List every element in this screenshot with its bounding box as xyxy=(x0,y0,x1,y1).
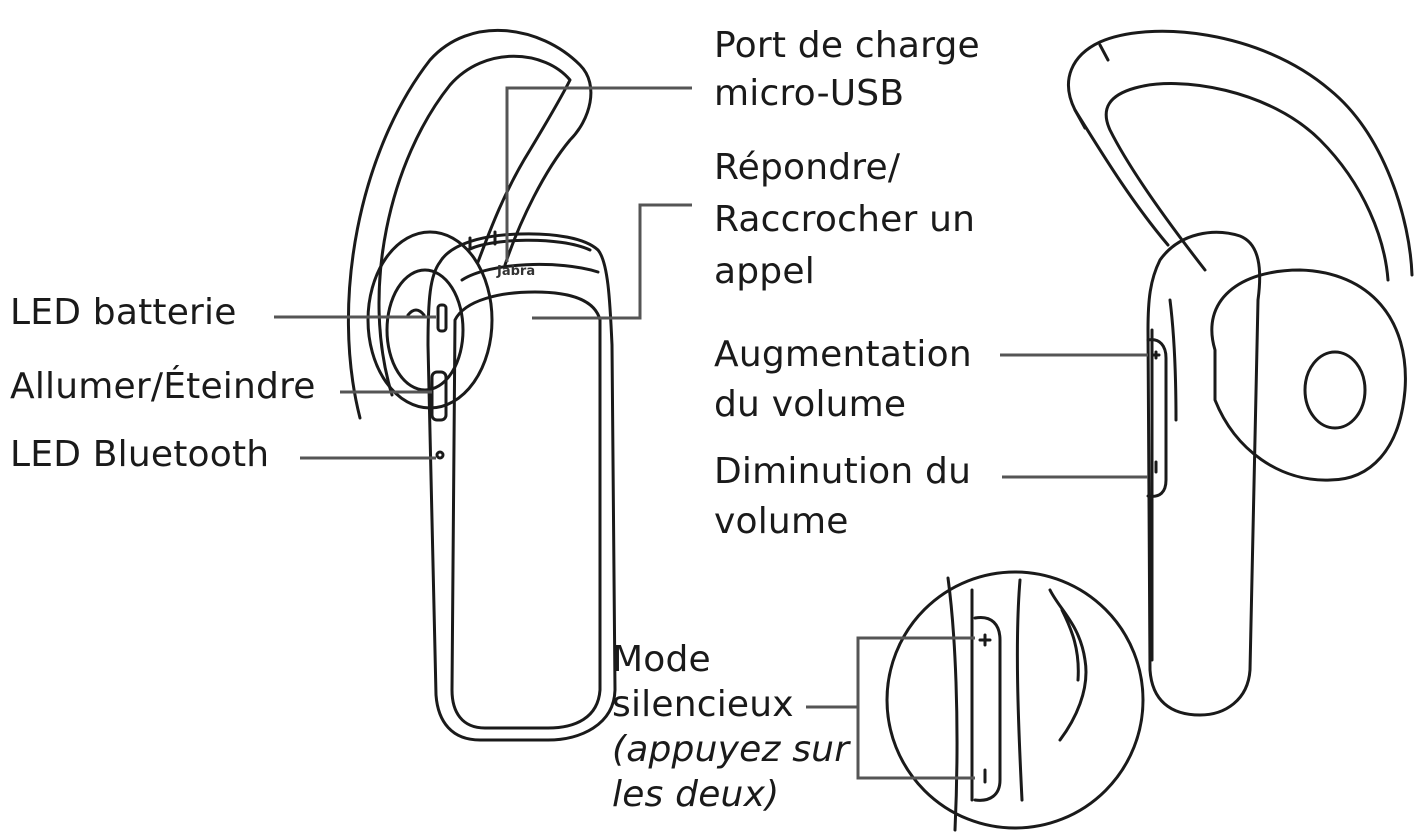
label-power: Allumer/Éteindre xyxy=(10,366,316,407)
label-charging-port-line1: Port de charge xyxy=(714,25,980,66)
label-charging-port-line2: micro-USB xyxy=(714,73,905,114)
label-answer-end-call: Répondre/ Raccrocher un appel xyxy=(714,142,975,298)
label-volume-down-line1: Diminution du xyxy=(714,451,972,492)
label-led-bluetooth: LED Bluetooth xyxy=(10,434,270,475)
label-volume-up: Augmentation du volume xyxy=(714,330,972,430)
label-volume-down: Diminution du volume xyxy=(714,447,971,547)
label-mute-note-line1: (appuyez sur xyxy=(612,729,850,770)
front-headset-drawing xyxy=(346,28,617,742)
label-answer-end-call-line1: Répondre/ xyxy=(714,147,901,188)
label-mute-note-line2: les deux) xyxy=(612,774,780,815)
label-mute-mode: Mode silencieux (appuyez sur les deux) xyxy=(612,637,849,817)
label-volume-up-line2: du volume xyxy=(714,384,907,425)
back-headset-drawing xyxy=(1066,29,1414,717)
label-charging-port: Port de charge micro-USB xyxy=(714,22,980,118)
leader-lines xyxy=(274,86,1148,780)
zoom-detail-drawing xyxy=(885,570,1145,832)
label-mute-mode-line1: Mode xyxy=(612,639,711,680)
label-volume-down-line2: volume xyxy=(714,501,849,542)
label-mute-mode-line2: silencieux xyxy=(612,684,794,725)
label-answer-end-call-line3: appel xyxy=(714,251,815,292)
label-led-battery: LED batterie xyxy=(10,292,237,333)
label-answer-end-call-line2: Raccrocher un xyxy=(714,199,976,240)
label-volume-up-line1: Augmentation xyxy=(714,334,972,375)
brand-logo: Jabra xyxy=(496,264,535,279)
